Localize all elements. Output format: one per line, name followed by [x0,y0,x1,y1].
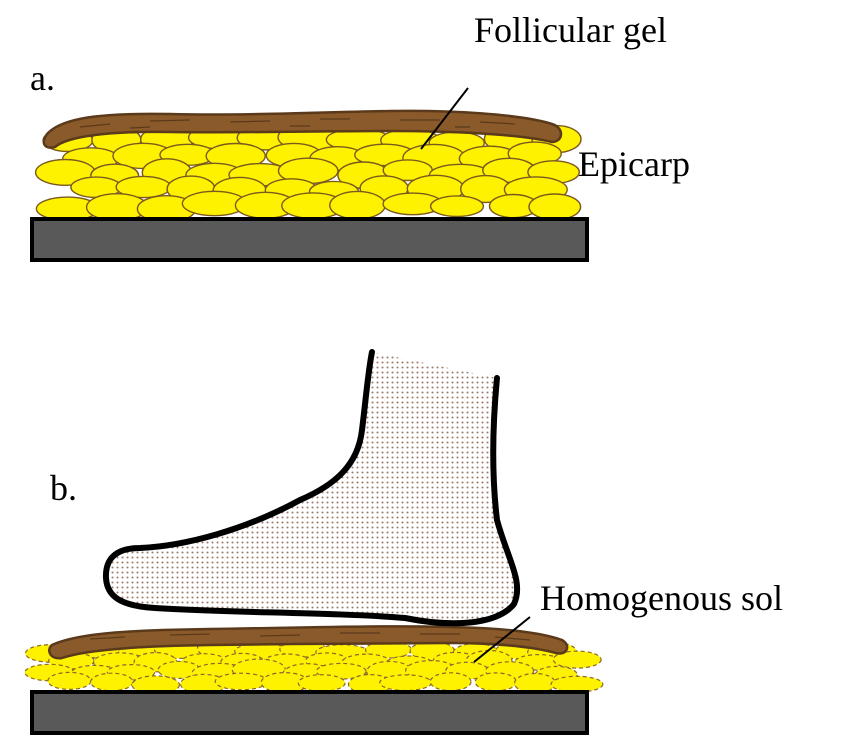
base-plate-a [32,219,587,260]
gel-cell [529,194,581,220]
sol-cell [298,675,345,692]
epicarp-label: Epicarp [578,144,690,184]
sol-cell [430,673,471,691]
panel-b-label: b. [50,468,77,508]
sol-cell [551,676,603,692]
gel-cell [431,196,484,217]
foot-icon [106,352,517,623]
base-plate-b [32,692,587,733]
panel-a: a. Follicular gel Epicarp [30,10,690,260]
sol-cell [215,673,267,690]
sol-cell [380,675,432,691]
gel-cell [330,191,385,219]
sol-cell [475,673,516,691]
panel-a-label: a. [30,58,55,98]
sol-cell [91,673,133,691]
homogenous-sol-label: Homogenous sol [540,578,783,618]
panel-b: b. Homogenous sol [25,352,783,733]
follicular-gel-label: Follicular gel [474,10,667,50]
sol-cell [48,672,91,689]
follicular-gel-cells [36,124,581,222]
